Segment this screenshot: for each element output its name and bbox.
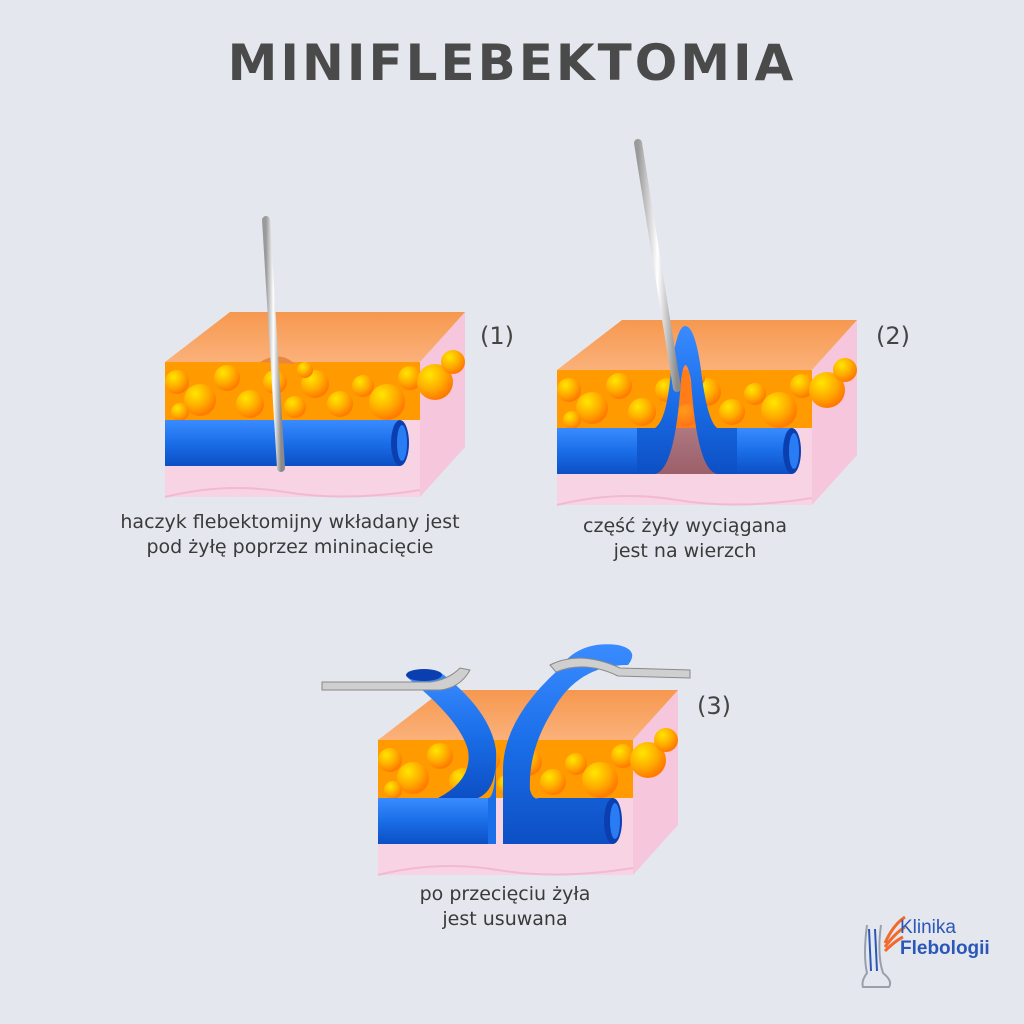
panel-2-diagram (556, 319, 858, 506)
caption-line: pod żyłę poprzez mininacięcie (146, 536, 434, 558)
hook-right (549, 657, 691, 679)
caption-line: haczyk flebektomijny wkładany jest (120, 511, 460, 533)
skin-block (164, 311, 466, 498)
vein-left-part (378, 672, 497, 798)
vein-loop (637, 326, 737, 474)
step-2-number: (2) (876, 322, 910, 350)
phlebectomy-hook (262, 216, 285, 472)
step-1-number: (1) (480, 322, 514, 350)
caption-line: część żyły wyciągana (583, 515, 787, 537)
caption-line: jest usuwana (442, 908, 568, 930)
phlebectomy-hook (634, 139, 681, 392)
caption-line: jest na wierzch (613, 540, 757, 562)
caption-line: po przecięciu żyła (419, 883, 591, 905)
clinic-logo: Klinika Flebologii (855, 915, 995, 995)
wing-icon (883, 915, 906, 953)
vein-cut-end (406, 669, 442, 681)
page-title: MINIFLEBEKTOMIA (227, 34, 797, 92)
hook-left (321, 667, 471, 691)
step-3-caption: po przecięciu żyła jest usuwana (340, 882, 670, 932)
panel-1-diagram (164, 311, 466, 498)
vein-right-part (503, 644, 633, 844)
logo-line-1: Klinika (900, 917, 956, 938)
logo-foot-icon (861, 915, 906, 988)
logo-line-2: Flebologii (900, 938, 990, 959)
vein (165, 420, 409, 466)
step-2-caption: część żyły wyciągana jest na wierzch (520, 514, 850, 564)
step-3-number: (3) (697, 692, 731, 720)
panel-3-diagram (377, 644, 679, 876)
step-1-caption: haczyk flebektomijny wkładany jest pod ż… (60, 510, 520, 560)
